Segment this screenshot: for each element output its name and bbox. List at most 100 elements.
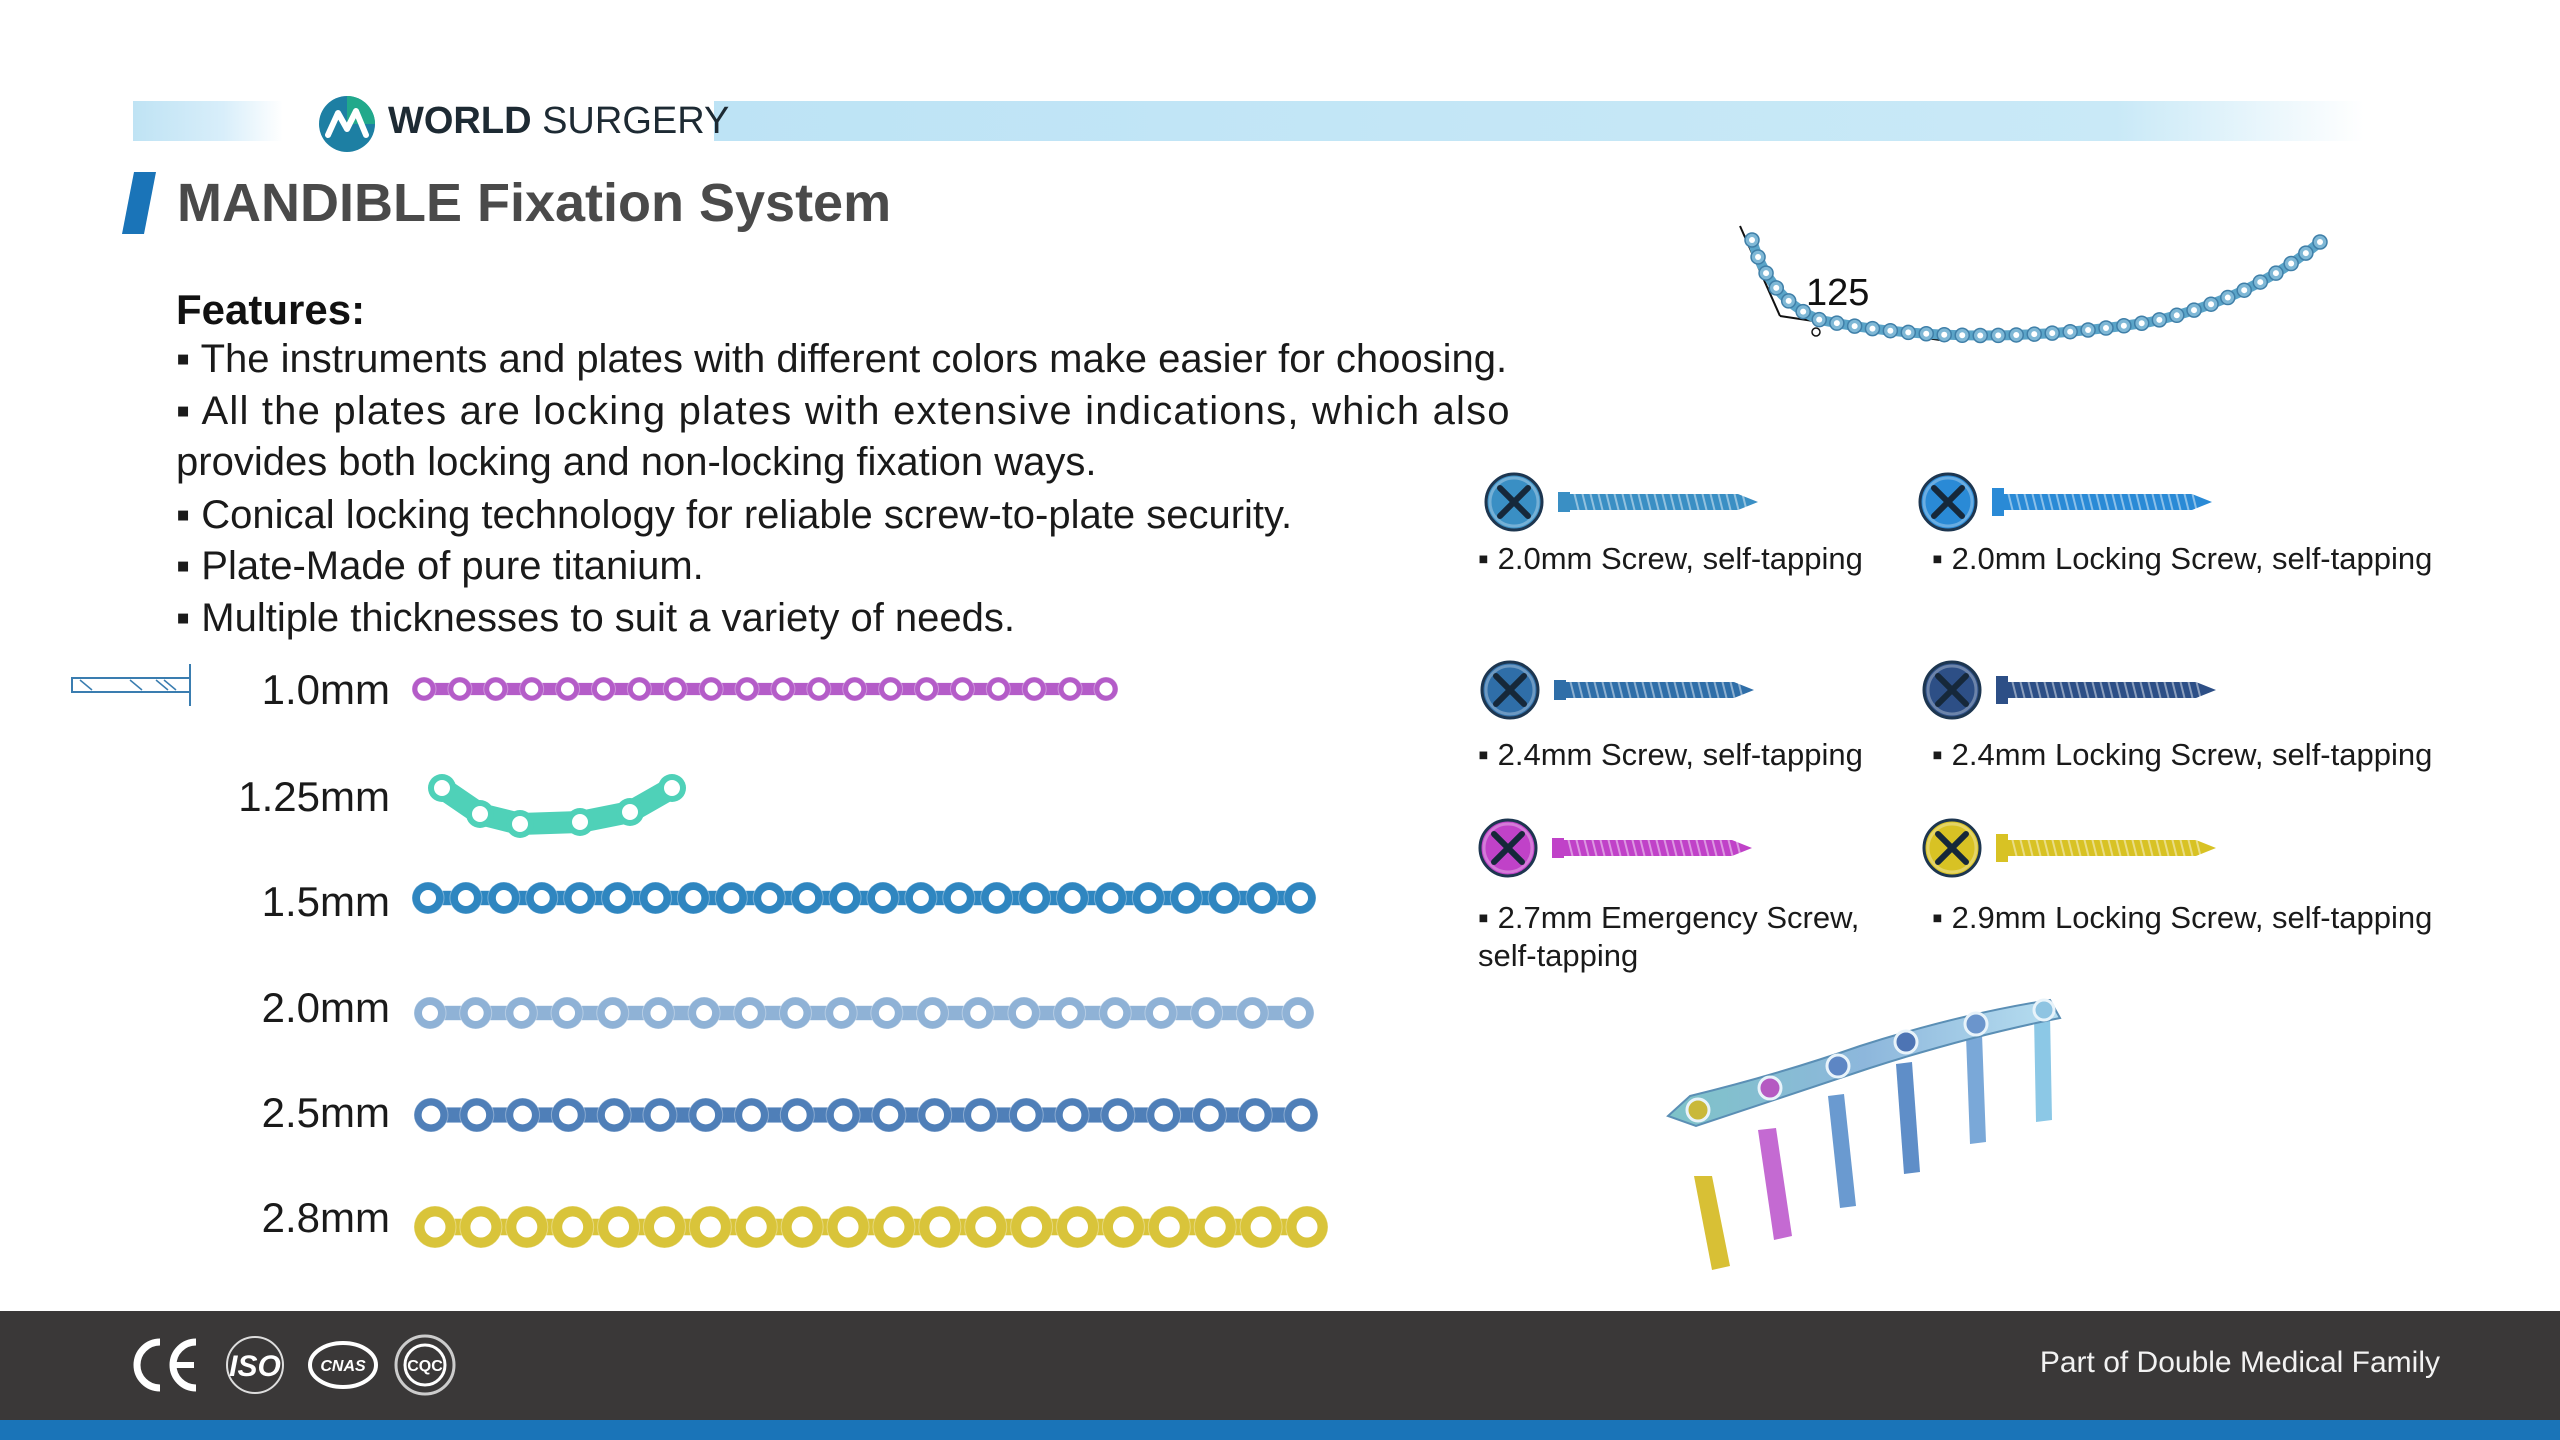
screw-thread (1703, 837, 1710, 859)
screw-thread (2127, 491, 2134, 513)
plate-1-5mm (411, 881, 1317, 915)
screw-thread (2179, 679, 2186, 701)
plate-hole (1244, 1005, 1261, 1021)
features-heading: Features: (176, 286, 366, 333)
plate-hole (833, 1005, 850, 1021)
screw-shaft (1568, 494, 1758, 510)
screw-thread (2055, 491, 2062, 513)
screw-thread (2131, 679, 2138, 701)
screw-drive-slot (1935, 831, 1969, 865)
screw-drive-slot (1491, 831, 1525, 865)
screw-thread (2163, 837, 2170, 859)
feature-line-1: ▪ The instruments and plates with differ… (176, 337, 1508, 381)
screw-thread (1687, 837, 1694, 859)
screw-thread (2071, 491, 2078, 513)
emergency-screw-2-7mm (1478, 818, 1752, 878)
plate-hole (704, 682, 718, 696)
screw-thread (1637, 491, 1644, 513)
curved-plate-hole-center (2257, 279, 2264, 286)
plate-label-1-25: 1.25mm (238, 773, 390, 820)
plate-hole (970, 1005, 987, 1021)
screw-thread (1621, 491, 1628, 513)
screw-thread (2139, 679, 2146, 701)
screw-thread (1609, 679, 1616, 701)
plate-hole (1154, 1105, 1173, 1125)
screw-thread (2051, 679, 2058, 701)
screw-thread (2107, 837, 2114, 859)
screw-label-2-4mm: ▪ 2.4mm Screw, self-tapping (1478, 737, 1863, 772)
plate-hole (787, 1005, 804, 1021)
curved-plate-hole-center (2067, 328, 2074, 335)
plate-hole (1140, 890, 1157, 906)
plate-hole (608, 1216, 630, 1238)
screw-thread (2075, 837, 2082, 859)
feature-line-4: ▪ Conical locking technology for reliabl… (176, 493, 1293, 537)
screw-thread (2183, 491, 2190, 513)
iso-text: ISO (229, 1350, 281, 1383)
screw-thread (1629, 491, 1636, 513)
plate-1-25mm (428, 774, 686, 838)
screw-thread (2035, 837, 2042, 859)
screw-thread (1577, 679, 1584, 701)
curved-plate-hole-center (2049, 330, 2056, 337)
plate-hole (971, 1105, 990, 1125)
screw-thread (1641, 679, 1648, 701)
curved-plate-hole-center (1923, 330, 1930, 337)
plate-2-8mm (413, 1205, 1329, 1249)
screw-thread (2123, 837, 2130, 859)
plate-hole (434, 780, 450, 796)
plate-hole (489, 682, 503, 696)
screw-thread (2051, 837, 2058, 859)
plate-hole (1158, 1216, 1180, 1238)
screw-head-side (1558, 492, 1570, 512)
plate-label-1-5: 1.5mm (261, 878, 390, 925)
screw-thread (2027, 837, 2034, 859)
screw-thread (2187, 837, 2194, 859)
screw-thread (2103, 491, 2110, 513)
plate-hole (1254, 890, 1271, 906)
assembled-plate-illustration (1666, 998, 2062, 1270)
page-title: MANDIBLE Fixation System (177, 173, 892, 233)
screw-thread (1633, 679, 1640, 701)
screw-thread (1623, 837, 1630, 859)
screw-thread (2147, 837, 2154, 859)
curved-plate-hole-center (1785, 297, 1792, 304)
plate-hole (1296, 1216, 1318, 1238)
plate-hole (1099, 682, 1113, 696)
screw-thread (1617, 679, 1624, 701)
screw-thread (2011, 679, 2018, 701)
screw-thread (1573, 491, 1580, 513)
plate-hole (1198, 1005, 1215, 1021)
curved-plate-hole-center (2120, 322, 2127, 329)
screw-thread (2091, 679, 2098, 701)
plate-hole (604, 1005, 621, 1021)
screw-label-2-4mm-locking: ▪ 2.4mm Locking Screw, self-tapping (1932, 737, 2433, 772)
curved-plate-hole-center (2241, 287, 2248, 294)
plate-hole (1245, 1105, 1265, 1125)
plate-hole (513, 1105, 532, 1125)
screw-thread (2159, 491, 2166, 513)
plate-hole (1062, 1105, 1082, 1125)
plate-hole (653, 1216, 675, 1238)
plate-hole (1204, 1216, 1226, 1238)
screw-2-0mm (1484, 472, 1758, 532)
assembled-screws (1694, 1014, 2052, 1270)
screw-thread (1613, 491, 1620, 513)
screw-thread (1605, 491, 1612, 513)
plate-hole (837, 1216, 859, 1238)
curved-plate-hole-center (2272, 270, 2279, 277)
footer-accent-strip (0, 1420, 2560, 1440)
screw-drive-slot (1935, 673, 1969, 707)
plate-hole (562, 1216, 584, 1238)
plate-hole (950, 890, 967, 906)
screw-thread (1735, 837, 1742, 859)
curved-plate-hole-center (2208, 301, 2215, 308)
screw-thread (1679, 837, 1686, 859)
title-accent-bar (122, 172, 156, 234)
plate-hole (622, 804, 638, 820)
screw-thread (2175, 491, 2182, 513)
curved-plate-hole-center (2102, 325, 2109, 332)
plate-hole (1112, 1216, 1134, 1238)
plate-hole (741, 1005, 758, 1021)
plate-hole (420, 890, 436, 906)
